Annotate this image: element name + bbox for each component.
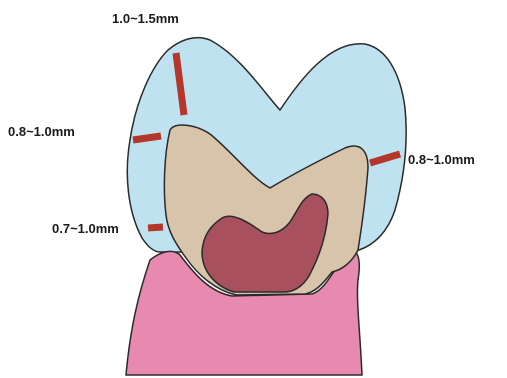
lingual-thickness-label: 0.8~1.0mm <box>408 153 475 166</box>
buccal-measure-mark <box>133 136 161 140</box>
buccal-thickness-label: 0.8~1.0mm <box>8 125 75 138</box>
cervical-thickness-label: 0.7~1.0mm <box>52 222 119 235</box>
occlusal-thickness-label: 1.0~1.5mm <box>112 12 179 25</box>
cervical-measure-mark <box>148 227 163 228</box>
